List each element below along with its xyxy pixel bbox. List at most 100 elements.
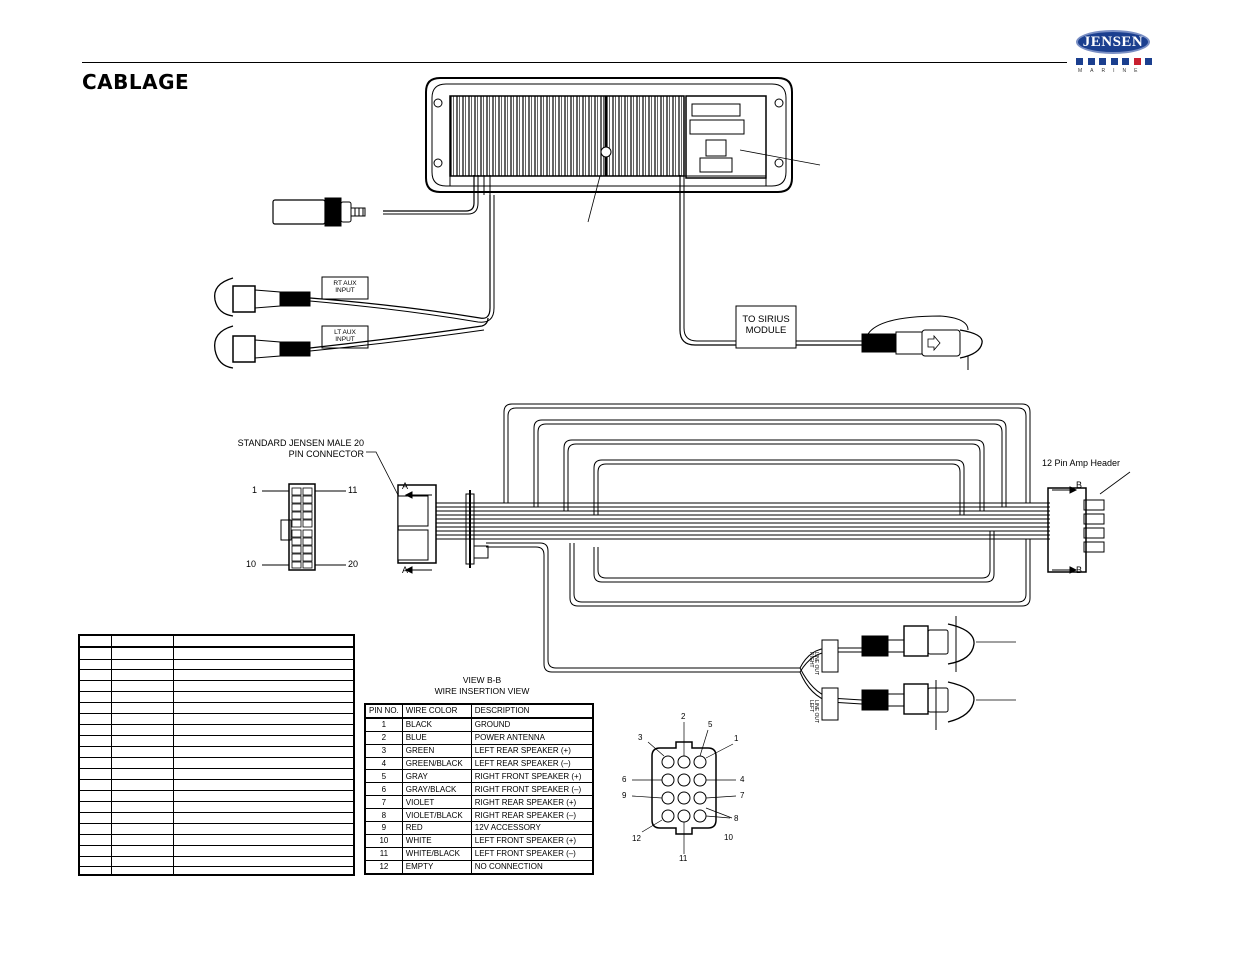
color-cell: RED (401, 821, 472, 835)
pin-11-label: 11 (348, 485, 358, 495)
logo-wordmark: JENSEN (1076, 30, 1150, 54)
pin-cell: 5 (363, 769, 403, 784)
color-cell: VIOLET/BLACK (401, 808, 472, 823)
plug-pin-2: 2 (681, 712, 686, 721)
color-cell: VIOLET (401, 795, 472, 810)
view-title: VIEW B-B WIRE INSERTION VIEW (364, 675, 600, 697)
section-b-bottom-label: B (1076, 565, 1083, 575)
color-cell: BLUE (401, 730, 472, 745)
line-out-plugs (821, 616, 1016, 730)
empty-pin-table (78, 634, 355, 876)
desc-cell: NO CONNECTION (470, 859, 594, 875)
color-cell: WHITE (401, 833, 472, 848)
connector-label: STANDARD JENSEN MALE 20 PIN CONNECTOR (237, 438, 364, 459)
header-rule (82, 62, 1067, 63)
pin-20-label: 20 (348, 559, 359, 569)
main-harness (397, 403, 1131, 705)
desc-cell: RIGHT REAR SPEAKER (+) (470, 795, 594, 810)
color-cell: WHITE/BLACK (401, 846, 472, 861)
pin-cell: 2 (363, 730, 403, 745)
pin-cell: 6 (363, 782, 403, 797)
color-cell: GREEN/BLACK (401, 756, 472, 771)
logo-subtitle: MARINE (1078, 68, 1146, 74)
color-cell: GREEN (401, 743, 472, 758)
section-b-top-label: B (1076, 480, 1083, 490)
plug-pin-3-top: 3 (638, 733, 643, 742)
header-color: WIRE COLOR (401, 703, 472, 719)
pin-cell: 11 (363, 846, 403, 861)
sirius-module-label: TO SIRIUS MODULE (742, 314, 790, 336)
color-cell: BLACK (401, 717, 472, 732)
pin-cell: 7 (363, 795, 403, 810)
plug-pin-12: 12 (632, 834, 641, 843)
color-cell: GRAY/BLACK (401, 782, 472, 797)
logo-squares (1076, 58, 1152, 65)
header-pin: PIN NO. (363, 703, 403, 719)
desc-cell: 12V ACCESSORY (470, 821, 594, 835)
amp-header-label: 12 Pin Amp Header (1042, 458, 1121, 468)
aux-input-cables (213, 175, 495, 369)
pin-cell: 1 (363, 717, 403, 732)
section-a-top-label: A (402, 481, 409, 491)
color-cell: EMPTY (401, 859, 472, 875)
rt-aux-input-label: RT AUX INPUT (333, 280, 357, 294)
desc-cell: LEFT REAR SPEAKER (–) (470, 756, 594, 771)
page-title: CABLAGE (82, 70, 190, 94)
plug-pin-11: 11 (679, 854, 688, 863)
line-out-right-label: LINE OUT RIGHT (808, 652, 819, 675)
desc-cell: LEFT FRONT SPEAKER (–) (470, 846, 594, 861)
desc-cell: RIGHT FRONT SPEAKER (+) (470, 769, 594, 784)
head-unit-rear (425, 77, 821, 223)
sirius-cable (679, 175, 983, 370)
plug-pin-5: 5 (708, 720, 713, 729)
antenna-connector (272, 175, 479, 227)
plug-pin-4: 4 (740, 775, 745, 784)
section-arrows (404, 486, 1078, 574)
desc-cell: LEFT FRONT SPEAKER (+) (470, 833, 594, 848)
lt-aux-input-label: LT AUX INPUT (334, 329, 356, 343)
table-header-row: PIN NO. WIRE COLOR DESCRIPTION (363, 703, 594, 719)
view-title-line1: VIEW B-B (462, 675, 502, 685)
pin-cell: 9 (363, 821, 403, 835)
pin-cell: 12 (363, 859, 403, 875)
view-title-line2: WIRE INSERTION VIEW (434, 686, 530, 696)
header-description: DESCRIPTION (470, 703, 594, 719)
line-out-left-label: LINE OUT LEFT (808, 700, 819, 723)
pin-cell: 4 (363, 756, 403, 771)
desc-cell: RIGHT REAR SPEAKER (–) (470, 808, 594, 823)
pin-cell: 10 (363, 833, 403, 848)
desc-cell: LEFT REAR SPEAKER (+) (470, 743, 594, 758)
pin-cell: 8 (363, 808, 403, 823)
desc-cell: POWER ANTENNA (470, 730, 594, 745)
plug-pin-9: 9 (622, 791, 627, 800)
pin-10-label: 10 (246, 559, 257, 569)
twelve-pin-plug (631, 722, 737, 854)
desc-cell: GROUND (470, 717, 594, 732)
pin-1-label: 1 (252, 485, 258, 495)
pin-cell: 3 (363, 743, 403, 758)
plug-pin-10: 10 (724, 833, 733, 842)
plug-pin-1: 1 (734, 734, 739, 743)
jensen-logo: JENSEN MARINE (1072, 28, 1154, 74)
desc-cell: RIGHT FRONT SPEAKER (–) (470, 782, 594, 797)
color-cell: GRAY (401, 769, 472, 784)
plug-pin-7: 7 (740, 791, 745, 800)
twenty-pin-connector (262, 451, 399, 571)
section-a-bottom-label: A (402, 565, 409, 575)
plug-pin-8: 8 (734, 814, 739, 823)
plug-pin-6: 6 (622, 775, 627, 784)
